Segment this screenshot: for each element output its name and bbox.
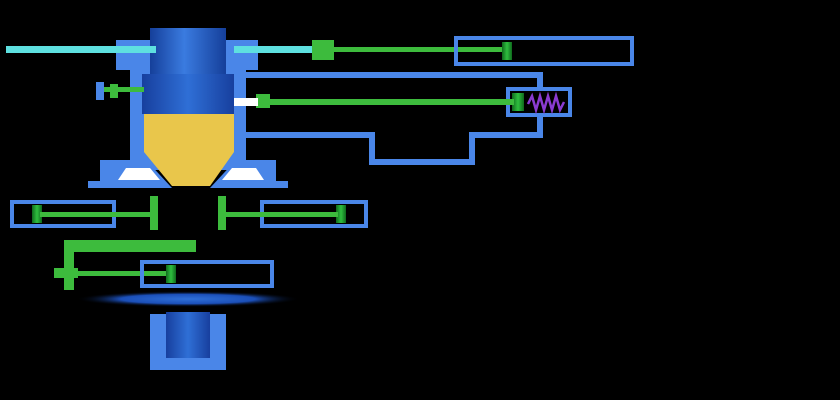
top-cylinder: [312, 36, 634, 66]
bottom-ram-piston: [166, 312, 210, 358]
material-chamber: [144, 114, 234, 186]
top-piston: [502, 42, 512, 60]
clamp-cylinders: [10, 196, 368, 230]
bracket-top: [64, 240, 196, 252]
lower-rod: [72, 271, 176, 276]
valve-cap: [96, 82, 104, 100]
sensor-beam-right: [234, 46, 318, 53]
platen-glow: [76, 291, 300, 307]
left-clamp-piston: [32, 205, 42, 223]
barrel-mid: [150, 56, 226, 76]
bracket-foot: [54, 268, 78, 278]
upper-duct: [246, 72, 543, 92]
base-flange: [88, 160, 288, 188]
ejector-rod: [258, 99, 514, 105]
spring-icon: [526, 91, 566, 115]
lower-actuator: [54, 240, 274, 290]
bracket-stem: [64, 240, 74, 290]
molten-material: [144, 114, 234, 186]
right-clamp-piston: [336, 205, 346, 223]
left-clamp-rod: [40, 212, 152, 217]
lower-piston: [166, 265, 176, 283]
left-clamp-jaw: [150, 196, 158, 230]
lower-cylinder-housing: [140, 260, 274, 288]
top-rod-block: [312, 40, 334, 60]
ram-block: [142, 74, 234, 114]
top-rod: [330, 47, 508, 52]
barrel-top: [150, 28, 226, 56]
valve-block: [110, 84, 118, 98]
sensor-beam: [6, 46, 318, 53]
lower-duct: [246, 114, 543, 165]
top-cylinder-housing: [454, 36, 634, 66]
insert-right: [222, 168, 264, 180]
insert-left: [118, 168, 160, 180]
spring-cylinder: [234, 87, 572, 117]
valve-stem: [104, 87, 144, 92]
right-clamp-jaw: [218, 196, 226, 230]
hydraulic-duct: [246, 72, 543, 165]
right-clamp-rod: [226, 212, 338, 217]
left-valve: [96, 82, 144, 100]
ejector-tip: [234, 98, 258, 106]
spring-piston: [512, 93, 524, 111]
sensor-beam-left: [6, 46, 156, 53]
ejector-collar: [256, 94, 270, 108]
bottom-ram: [150, 312, 226, 370]
